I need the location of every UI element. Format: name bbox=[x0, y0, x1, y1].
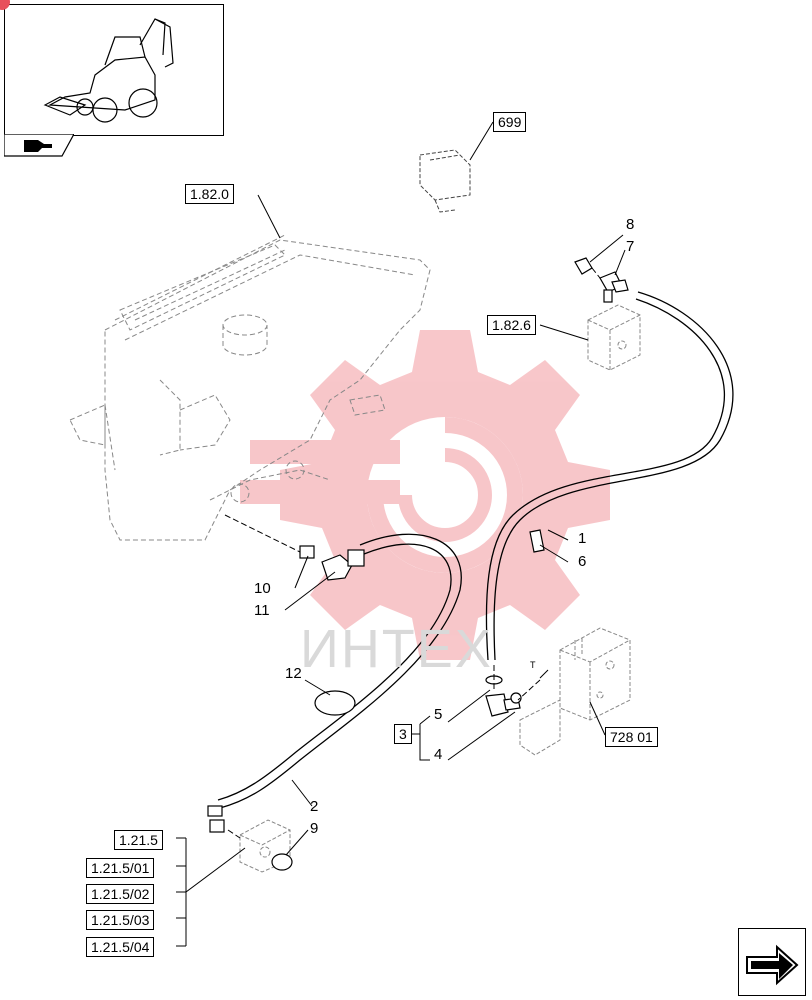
ref-121503[interactable]: 1.21.5/03 bbox=[86, 910, 155, 930]
callout-12: 12 bbox=[285, 665, 302, 682]
tank-outline bbox=[69, 234, 431, 541]
ref-1215[interactable]: 1.21.5 bbox=[114, 830, 163, 850]
callout-5: 5 bbox=[434, 706, 443, 723]
callout-4: 4 bbox=[434, 746, 443, 763]
corner-marker bbox=[0, 0, 10, 10]
ref-1826[interactable]: 1.82.6 bbox=[487, 315, 536, 335]
callout-6: 6 bbox=[578, 553, 587, 570]
ref-121501[interactable]: 1.21.5/01 bbox=[86, 858, 155, 878]
ref-72801[interactable]: 728 01 bbox=[605, 727, 658, 747]
callout-7: 7 bbox=[626, 238, 635, 255]
leader-lines bbox=[176, 121, 626, 947]
hand-pointer-icon bbox=[3, 133, 76, 157]
block-1826 bbox=[587, 304, 641, 371]
callout-1: 1 bbox=[578, 530, 587, 547]
watermark-gear-icon bbox=[240, 330, 610, 660]
callout-11: 11 bbox=[254, 602, 270, 619]
ref-121504[interactable]: 1.21.5/04 bbox=[86, 937, 155, 957]
ref-1820[interactable]: 1.82.0 bbox=[185, 184, 234, 204]
hoses bbox=[217, 291, 734, 809]
switch-699 bbox=[419, 149, 471, 213]
ref-121502[interactable]: 1.21.5/02 bbox=[86, 884, 155, 904]
section-tab[interactable] bbox=[3, 133, 76, 158]
watermark-text: ИНТЕХ bbox=[300, 619, 493, 679]
backhoe-loader-icon bbox=[43, 18, 174, 123]
next-page-button[interactable] bbox=[738, 928, 806, 996]
port-marker-t: T bbox=[530, 660, 536, 670]
next-page-arrow-icon bbox=[746, 944, 799, 986]
valve-72801 bbox=[519, 627, 631, 756]
callout-10: 10 bbox=[254, 580, 271, 597]
callout-2: 2 bbox=[310, 798, 319, 815]
callout-8: 8 bbox=[626, 216, 635, 233]
connection-lines bbox=[224, 267, 601, 839]
callout-9: 9 bbox=[310, 820, 319, 837]
ref-699[interactable]: 699 bbox=[493, 112, 527, 132]
ref-3[interactable]: 3 bbox=[394, 724, 412, 744]
machine-thumbnail bbox=[4, 4, 224, 136]
